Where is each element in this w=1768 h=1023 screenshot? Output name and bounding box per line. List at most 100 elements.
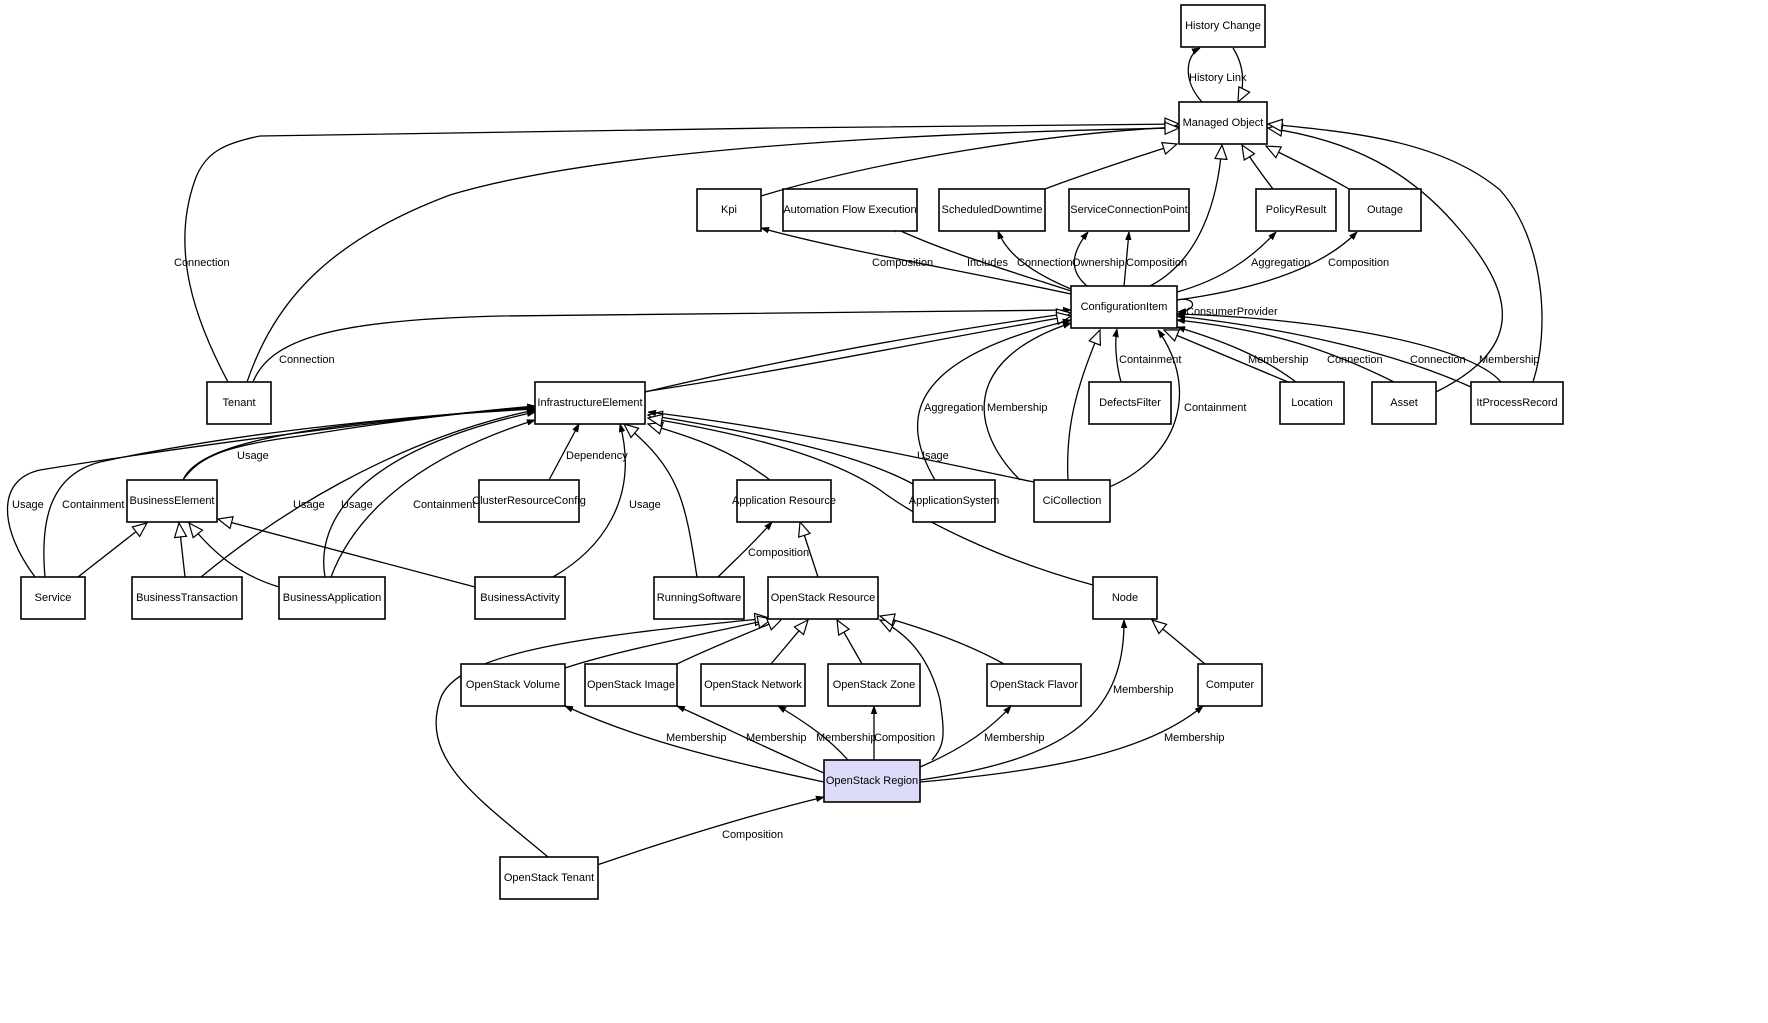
node-box[interactable]	[478, 479, 580, 523]
node-box[interactable]	[1068, 188, 1190, 232]
edge-association-application-system-to-configuration-item	[917, 320, 1071, 481]
node-defects-filter[interactable]: DefectsFilter	[1088, 381, 1172, 425]
node-box[interactable]	[1197, 663, 1263, 707]
node-label: Location	[1291, 397, 1333, 409]
node-openstack-volume[interactable]: OpenStack Volume	[460, 663, 566, 707]
edge-association-configuration-item-to-kpi	[761, 228, 1072, 295]
node-infrastructure-element[interactable]: InfrastructureElement	[534, 381, 646, 425]
edge-association-configuration-item-to-policy-result	[1176, 232, 1276, 293]
node-service-connection-point[interactable]: ServiceConnectionPoint	[1068, 188, 1190, 232]
node-box[interactable]	[460, 663, 566, 707]
node-box[interactable]	[20, 576, 86, 620]
edge-inheritance-location-to-configuration-item	[1164, 330, 1289, 383]
node-box[interactable]	[700, 663, 806, 707]
node-location[interactable]: Location	[1279, 381, 1345, 425]
node-box[interactable]	[1470, 381, 1564, 425]
node-application-resource[interactable]: Application Resource	[732, 479, 836, 523]
node-scheduled-downtime[interactable]: ScheduledDowntime	[938, 188, 1046, 232]
node-box[interactable]	[1092, 576, 1158, 620]
node-openstack-resource[interactable]: OpenStack Resource	[767, 576, 879, 620]
edge-association-ci-collection-to-configuration-item	[1101, 330, 1180, 491]
node-box[interactable]	[131, 576, 243, 620]
node-business-transaction[interactable]: BusinessTransaction	[131, 576, 243, 620]
node-box[interactable]	[696, 188, 762, 232]
node-computer[interactable]: Computer	[1197, 663, 1263, 707]
node-label: InfrastructureElement	[537, 397, 642, 409]
node-box[interactable]	[736, 479, 832, 523]
node-box[interactable]	[767, 576, 879, 620]
edge-association-running-software-to-application-resource	[717, 522, 772, 578]
node-ci-collection[interactable]: CiCollection	[1033, 479, 1111, 523]
node-box[interactable]	[1371, 381, 1437, 425]
node-managed-object[interactable]: Managed Object	[1178, 101, 1268, 145]
node-business-application[interactable]: BusinessApplication	[278, 576, 386, 620]
node-tenant[interactable]: Tenant	[206, 381, 272, 425]
node-box[interactable]	[653, 576, 745, 620]
edge-inheritance-configuration-item-to-managed-object	[1149, 145, 1222, 287]
node-policy-result[interactable]: PolicyResult	[1255, 188, 1337, 232]
node-history-change[interactable]: History Change	[1180, 4, 1266, 48]
node-application-system[interactable]: ApplicationSystem	[909, 479, 1000, 523]
node-box[interactable]	[986, 663, 1082, 707]
edge-label: Membership	[666, 732, 727, 744]
node-box[interactable]	[938, 188, 1046, 232]
node-label: History Change	[1185, 20, 1261, 32]
node-outage[interactable]: Outage	[1348, 188, 1422, 232]
edge-inheritance-openstack-resource-to-application-resource	[800, 522, 819, 578]
edge-association-configuration-item-to-service-connection-point	[1073, 232, 1088, 287]
node-openstack-network[interactable]: OpenStack Network	[700, 663, 806, 707]
node-box[interactable]	[206, 381, 272, 425]
node-box[interactable]	[278, 576, 386, 620]
edge-association-configuration-item-to-automation-flow-execution	[890, 225, 1072, 292]
edge-label: Includes	[967, 257, 1008, 269]
node-openstack-tenant[interactable]: OpenStack Tenant	[499, 856, 599, 900]
node-cluster-resource-config[interactable]: ClusterResourceConfig	[472, 479, 586, 523]
edge-inheritance-outage-to-managed-object	[1266, 146, 1350, 190]
node-kpi[interactable]: Kpi	[696, 188, 762, 232]
node-box[interactable]	[782, 188, 918, 232]
node-business-activity[interactable]: BusinessActivity	[474, 576, 566, 620]
node-openstack-region[interactable]: OpenStack Region	[823, 759, 921, 803]
edge-association-business-activity-to-infrastructure-element	[552, 424, 626, 578]
node-box[interactable]	[1088, 381, 1172, 425]
edge-label: Usage	[12, 499, 44, 511]
node-box[interactable]	[126, 479, 218, 523]
edge-label: Aggregation	[924, 402, 983, 414]
node-node[interactable]: Node	[1092, 576, 1158, 620]
edge-inheritance-history-change-to-managed-object	[1232, 47, 1243, 102]
node-box[interactable]	[1033, 479, 1111, 523]
node-configuration-item[interactable]: ConfigurationItem	[1070, 285, 1178, 329]
node-box[interactable]	[474, 576, 566, 620]
edges-layer	[7, 47, 1543, 867]
edge-association-cluster-resource-config-to-infrastructure-element	[548, 424, 580, 481]
node-openstack-flavor[interactable]: OpenStack Flavor	[986, 663, 1082, 707]
node-label: BusinessTransaction	[136, 592, 238, 604]
node-box[interactable]	[1180, 4, 1266, 48]
edge-label: Aggregation	[1251, 257, 1310, 269]
edge-association-defects-filter-to-configuration-item	[1116, 329, 1122, 383]
node-box[interactable]	[1178, 101, 1268, 145]
edge-label: Composition	[722, 829, 783, 841]
node-box[interactable]	[534, 381, 646, 425]
node-box[interactable]	[827, 663, 921, 707]
node-box[interactable]	[823, 759, 921, 803]
node-it-process-record[interactable]: ItProcessRecord	[1470, 381, 1564, 425]
node-box[interactable]	[499, 856, 599, 900]
node-running-software[interactable]: RunningSoftware	[653, 576, 745, 620]
node-box[interactable]	[1255, 188, 1337, 232]
edge-label: Membership	[1113, 684, 1174, 696]
edge-label: Containment	[1119, 354, 1181, 366]
node-box[interactable]	[1279, 381, 1345, 425]
node-label: Computer	[1206, 679, 1255, 691]
node-box[interactable]	[584, 663, 678, 707]
node-openstack-zone[interactable]: OpenStack Zone	[827, 663, 921, 707]
node-automation-flow-execution[interactable]: Automation Flow Execution	[782, 188, 918, 232]
node-openstack-image[interactable]: OpenStack Image	[584, 663, 678, 707]
edge-inheritance-service-to-business-element	[77, 523, 147, 578]
node-service[interactable]: Service	[20, 576, 86, 620]
node-box[interactable]	[912, 479, 996, 523]
node-business-element[interactable]: BusinessElement	[126, 479, 218, 523]
node-box[interactable]	[1348, 188, 1422, 232]
node-box[interactable]	[1070, 285, 1178, 329]
node-asset[interactable]: Asset	[1371, 381, 1437, 425]
